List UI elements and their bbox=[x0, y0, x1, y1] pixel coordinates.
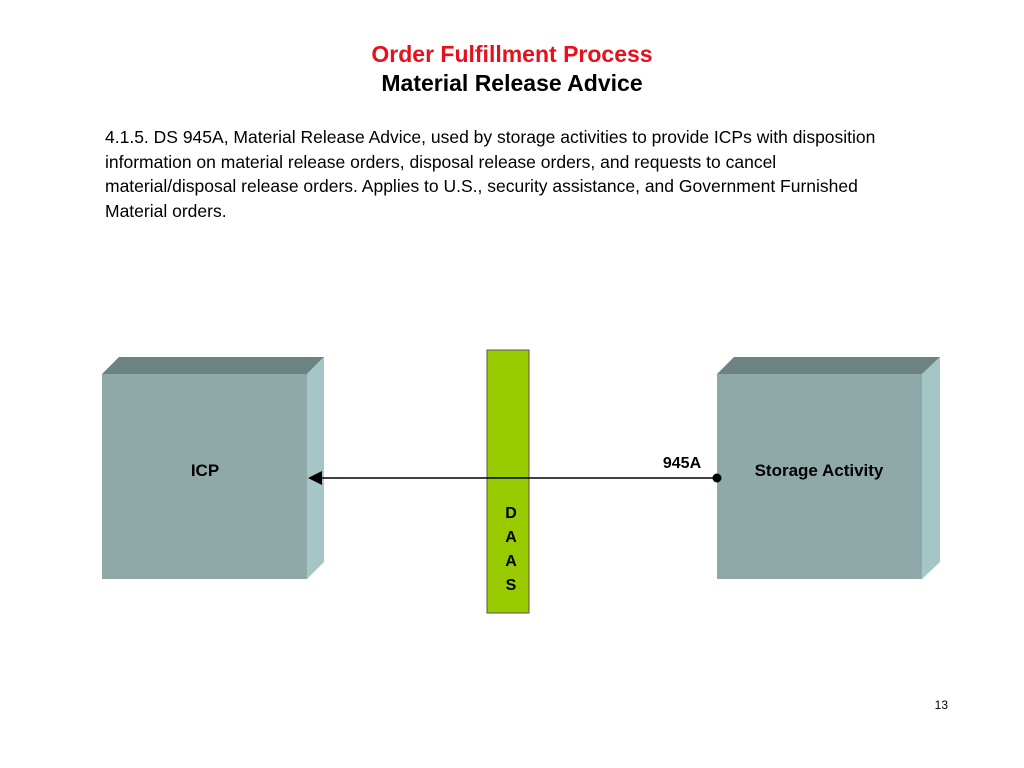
page-number: 13 bbox=[934, 698, 948, 712]
body-paragraph: 4.1.5. DS 945A, Material Release Advice,… bbox=[105, 127, 876, 221]
storage-activity-box: Storage Activity bbox=[717, 357, 940, 579]
icp-box: ICP bbox=[102, 357, 324, 579]
storage-box-front bbox=[717, 374, 922, 579]
slide-title: Order Fulfillment Process Material Relea… bbox=[0, 40, 1024, 98]
icp-label: ICP bbox=[191, 461, 219, 480]
daas-letter-4: S bbox=[506, 577, 517, 594]
icp-box-front bbox=[102, 374, 307, 579]
storage-activity-label: Storage Activity bbox=[755, 461, 884, 480]
arrow-head bbox=[308, 471, 322, 485]
title-line-2: Material Release Advice bbox=[381, 70, 643, 96]
icp-box-top bbox=[102, 357, 324, 374]
title-line-1: Order Fulfillment Process bbox=[371, 41, 653, 67]
arrow-label: 945A bbox=[663, 455, 702, 472]
arrow-945a: 945A bbox=[308, 455, 722, 485]
daas-letter-3: A bbox=[505, 553, 517, 570]
arrow-origin-dot bbox=[712, 473, 722, 483]
storage-box-side bbox=[922, 357, 940, 579]
icp-box-side bbox=[307, 357, 324, 579]
daas-bar-rect bbox=[486, 349, 530, 614]
daas-letter-2: A bbox=[505, 529, 517, 546]
daas-bar: D A A S bbox=[486, 349, 530, 614]
daas-letter-1: D bbox=[505, 505, 517, 522]
storage-box-top bbox=[717, 357, 940, 374]
